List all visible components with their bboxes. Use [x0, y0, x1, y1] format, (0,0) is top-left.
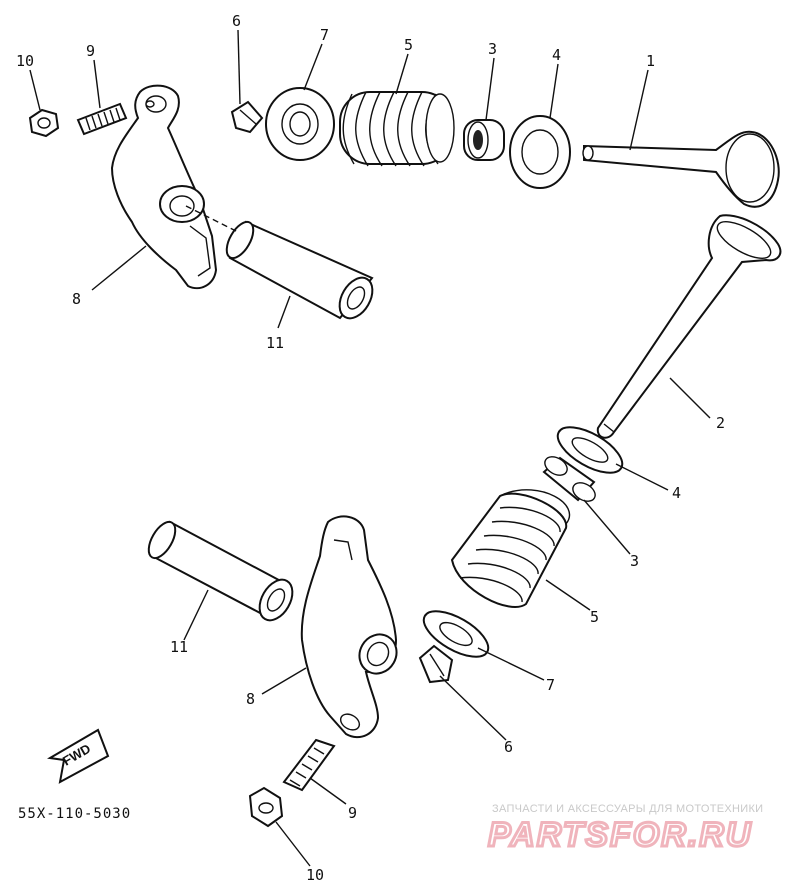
spring-seat-top — [509, 115, 571, 189]
callout-top-3: 3 — [488, 40, 497, 58]
callout-top-6: 6 — [232, 12, 241, 30]
nut-top — [28, 108, 60, 138]
watermark-tagline: ЗАПЧАСТИ И АКСЕССУАРЫ ДЛЯ МОТОТЕХНИКИ — [492, 803, 763, 815]
callout-bot-10: 10 — [306, 866, 324, 884]
callout-bot-11: 11 — [170, 638, 188, 656]
callout-bot-6: 6 — [504, 738, 513, 756]
adjusting-screw-top — [76, 102, 128, 136]
rocker-shaft-bottom — [147, 520, 294, 622]
adjusting-screw-bottom — [282, 738, 336, 792]
intake-valve — [582, 130, 780, 208]
callout-bot-7: 7 — [546, 676, 555, 694]
exhaust-valve — [596, 214, 782, 439]
rocker-shaft-top — [185, 205, 374, 320]
callout-bot-9: 9 — [348, 804, 357, 822]
callout-top-5: 5 — [404, 36, 413, 54]
diagram-code: 55X-110-5030 — [18, 806, 131, 822]
callout-top-11: 11 — [266, 334, 284, 352]
callout-bot-4: 4 — [672, 484, 681, 502]
leader-lines — [29, 29, 711, 867]
forward-direction-arrow: FWD — [47, 728, 110, 784]
callout-bot-3: 3 — [630, 552, 639, 570]
valve-stem-seal-top — [463, 119, 505, 161]
watermark: ЗАПЧАСТИ И АКСЕССУАРЫ ДЛЯ МОТОТЕХНИКИ PA… — [487, 803, 764, 856]
callout-top-8: 8 — [72, 290, 81, 308]
callout-top-10: 10 — [16, 52, 34, 70]
rocker-arm-top — [110, 84, 218, 290]
valve-cotters-bottom — [418, 644, 454, 684]
nut-bottom — [248, 786, 284, 828]
callout-bot-5: 5 — [590, 608, 599, 626]
valve-stem-seal-bottom — [542, 456, 596, 502]
valve-spring-bottom — [450, 489, 571, 608]
callout-bot-2: 2 — [716, 414, 725, 432]
spring-retainer-top — [265, 87, 335, 161]
callout-bot-8: 8 — [246, 690, 255, 708]
callout-top-9: 9 — [86, 42, 95, 60]
callout-top-4: 4 — [552, 46, 561, 64]
callout-numbers: 10 9 6 7 5 3 4 1 8 11 2 4 3 5 7 6 11 8 9… — [16, 12, 725, 884]
rocker-arm-bottom — [300, 515, 398, 739]
callout-top-1: 1 — [646, 52, 655, 70]
watermark-brand: PARTSFOR.RU — [488, 816, 752, 854]
valve-cotters-top — [230, 100, 264, 134]
spring-seat-bottom — [556, 426, 624, 474]
callout-top-7: 7 — [320, 26, 329, 44]
valve-spring-top — [339, 91, 455, 167]
